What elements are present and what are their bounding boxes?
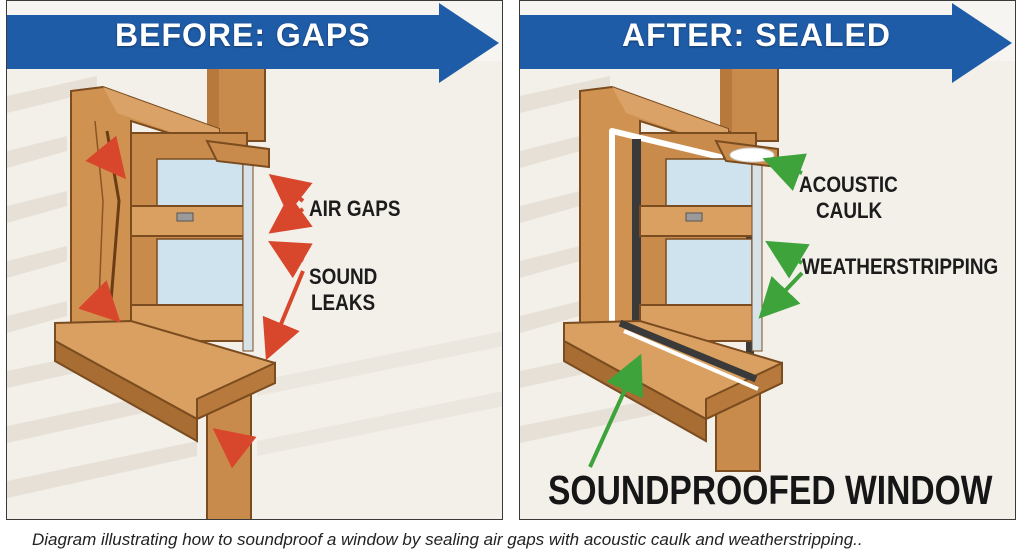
window-sill	[54, 319, 276, 443]
before-title: BEFORE: GAPS	[115, 17, 371, 53]
window-sill	[563, 319, 783, 443]
after-illustration	[520, 3, 1015, 519]
seal-arrows	[588, 153, 810, 468]
caulk-bead	[609, 128, 723, 326]
after-panel: AFTER: SEALED ACOUSTIC CAULK WEATHERSTRI…	[519, 0, 1016, 520]
lower-glass	[665, 238, 753, 312]
upper-glass	[665, 158, 753, 210]
caption: Diagram illustrating how to soundproof a…	[32, 530, 863, 549]
label-soundproofed-window: SOUNDPROOFED WINDOW	[548, 467, 993, 513]
before-panel: BEFORE: GAPS AIR GAPS SOUND LEAKS	[6, 0, 503, 520]
label-acoustic: ACOUSTIC	[799, 172, 898, 197]
label-weatherstripping: WEATHERSTRIPPING	[802, 254, 999, 279]
caulk-blob	[729, 147, 775, 163]
upper-glass	[156, 158, 244, 210]
label-leaks: LEAKS	[311, 290, 376, 315]
lower-glass	[156, 238, 244, 312]
label-caulk: CAULK	[816, 198, 883, 223]
sash-lock	[176, 212, 194, 222]
gap-arrows	[78, 135, 313, 469]
before-illustration	[7, 3, 502, 519]
before-banner	[7, 3, 499, 83]
weatherstrip-left	[632, 139, 641, 333]
sash-lock	[685, 212, 703, 222]
label-sound: SOUND	[309, 264, 378, 289]
after-title: AFTER: SEALED	[622, 17, 891, 53]
after-banner	[520, 3, 1012, 83]
label-air-gaps: AIR GAPS	[309, 196, 401, 221]
